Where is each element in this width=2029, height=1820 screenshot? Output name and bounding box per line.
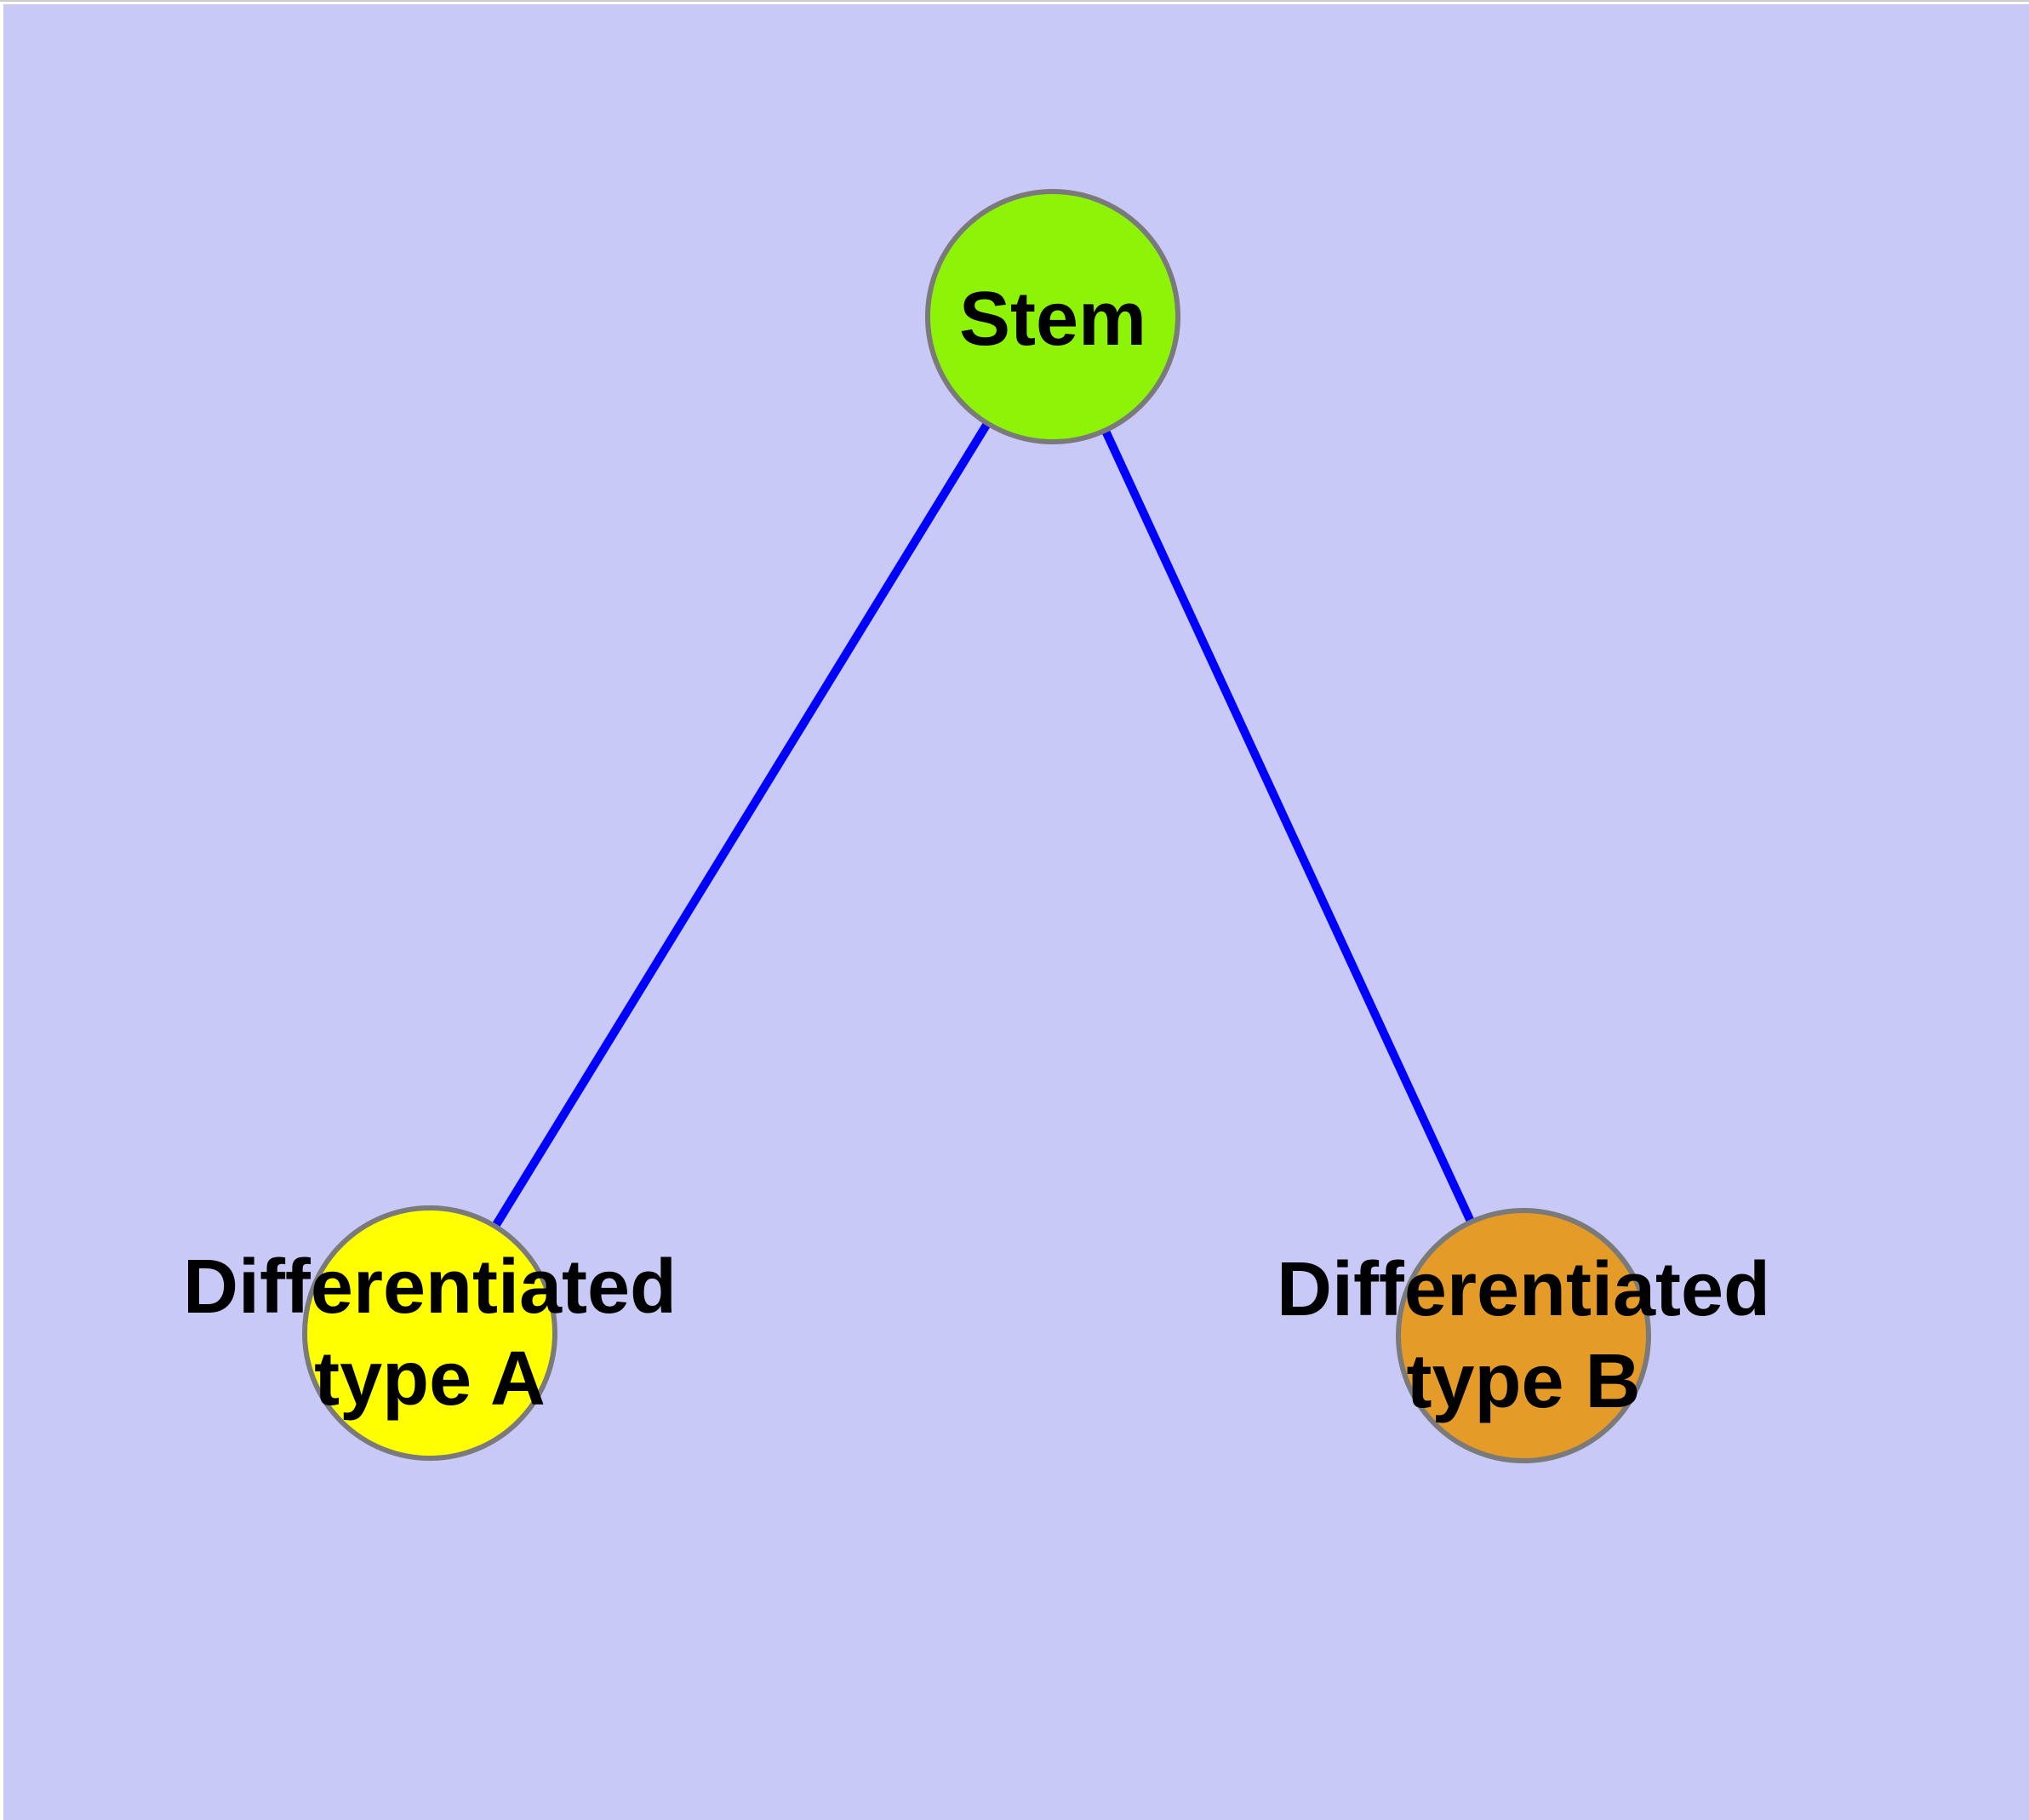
node-differentiated-type-b-label-line-2: type B [1406, 1339, 1640, 1424]
node-differentiated-type-b[interactable] [1396, 1208, 1651, 1463]
node-differentiated-type-a[interactable] [302, 1205, 557, 1461]
node-stem-label: Stem [959, 277, 1146, 362]
node-differentiated-type-a-label-line-2: type A [314, 1336, 546, 1422]
node-differentiated-type-b-label-line-1: Differentiated [1277, 1247, 1770, 1332]
edge-stem-to-type-b [1049, 314, 1528, 1338]
node-stem[interactable] [925, 189, 1180, 444]
top-edge-hairline [0, 0, 2029, 2]
edge-stem-to-type-a [426, 314, 1057, 1336]
node-differentiated-type-a-label-line-1: Differentiated [183, 1245, 677, 1330]
